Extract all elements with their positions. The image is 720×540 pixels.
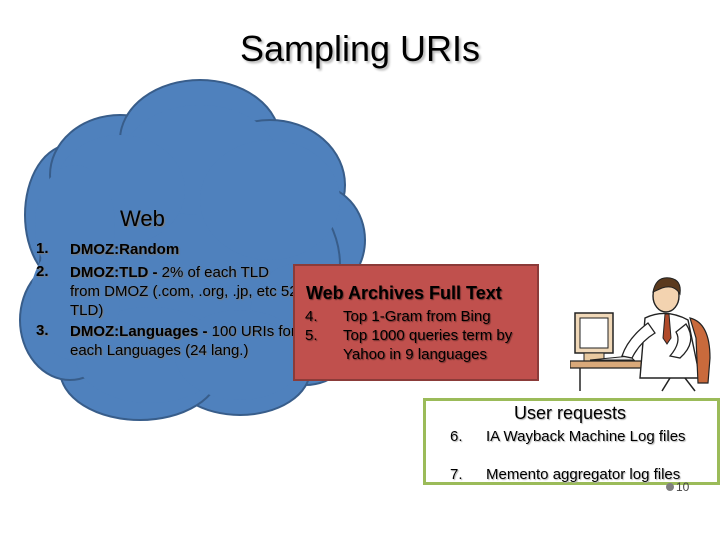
- list-item-number: 6.: [450, 428, 463, 445]
- list-item-text: DMOZ:Languages - 100 URIs for each Langu…: [70, 322, 300, 360]
- list-item-text: Memento aggregator log files: [486, 466, 681, 483]
- list-item-bold: DMOZ:Random: [70, 241, 180, 258]
- web-archives-box: [293, 264, 539, 381]
- list-item-text: DMOZ:Random: [70, 240, 300, 259]
- web-archives-title: Web Archives Full Text: [306, 283, 502, 303]
- list-item-number: 1.: [36, 240, 49, 257]
- list-item-bold: DMOZ:Languages -: [70, 323, 212, 340]
- slide-title: Sampling URIs: [239, 28, 481, 69]
- user-requests-box: [423, 398, 720, 485]
- list-item-text: Top 1-Gram from Bing: [343, 308, 491, 325]
- page-number-dot-icon: [666, 483, 674, 491]
- list-item-detail: 2% of each TLD from DMOZ (.com, .org, .j…: [70, 264, 298, 319]
- list-item-number: 4.: [305, 308, 318, 325]
- web-label: Web: [120, 206, 165, 231]
- page-number: 10: [676, 480, 690, 494]
- businessman-at-desk-icon: [570, 277, 711, 392]
- list-item-text: Top 1000 queries term by Yahoo in 9 lang…: [343, 327, 513, 363]
- list-item-number: 7.: [450, 466, 463, 483]
- list-item-text: IA Wayback Machine Log files: [486, 428, 686, 445]
- list-item-bold: DMOZ:TLD -: [70, 264, 162, 281]
- list-item-number: 2.: [36, 263, 49, 280]
- list-item-text: DMOZ:TLD - 2% of each TLD from DMOZ (.co…: [70, 263, 300, 320]
- list-item-detail: 100 URIs for each Languages (24 lang.): [70, 323, 296, 359]
- user-requests-title: User requests: [514, 403, 627, 423]
- list-item-number: 3.: [36, 322, 49, 339]
- list-item-number: 5.: [305, 327, 318, 344]
